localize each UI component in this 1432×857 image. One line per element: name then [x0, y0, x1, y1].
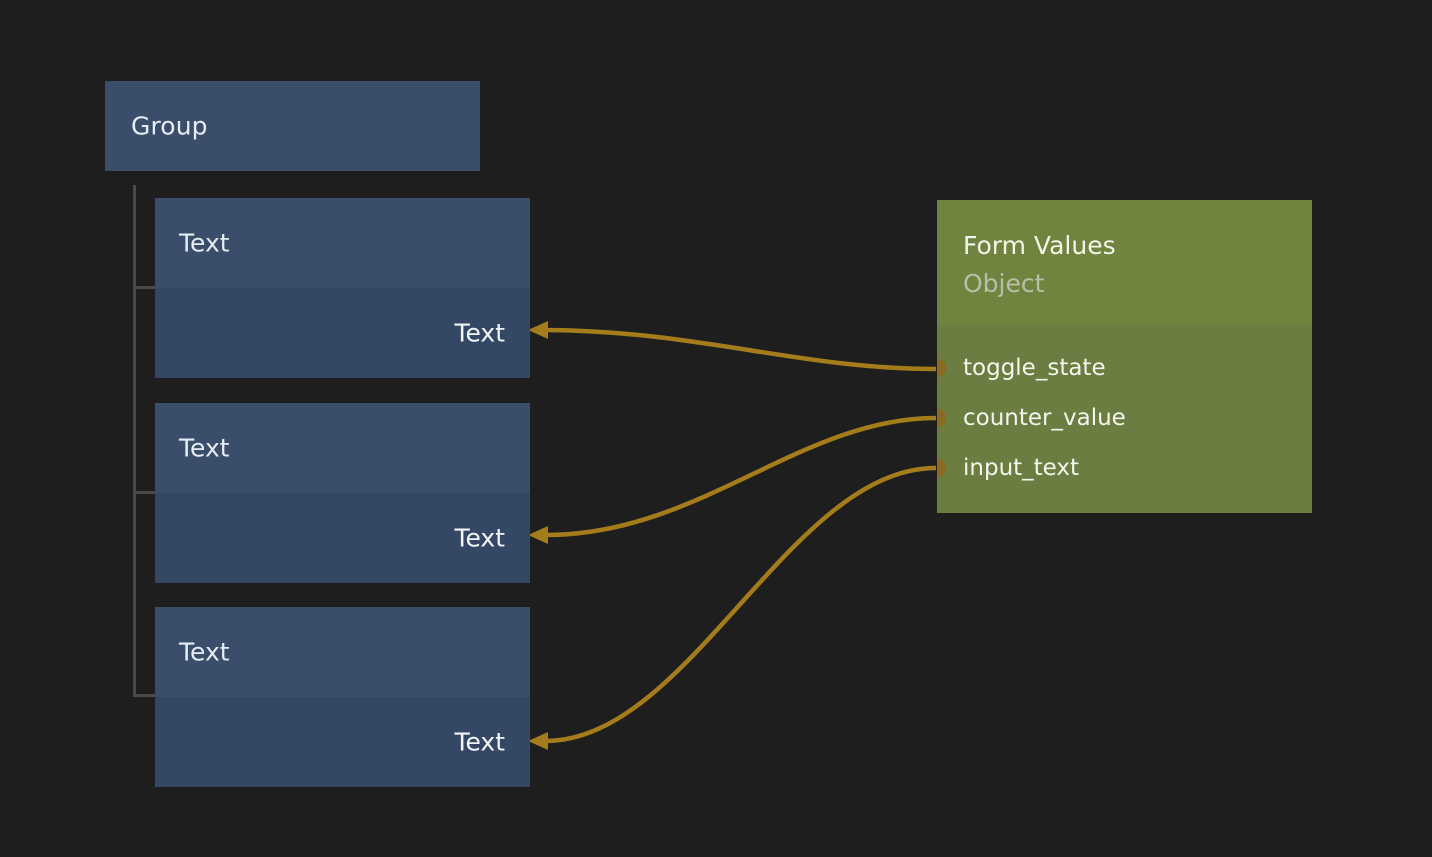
- tree-connector-stub-2: [133, 491, 156, 494]
- group-node[interactable]: Group: [105, 81, 480, 171]
- text-node-3-header: Text: [155, 607, 530, 697]
- text-node-1-header-label: Text: [179, 228, 230, 258]
- form-values-node-rows: toggle_state counter_value input_text: [937, 325, 1312, 493]
- text-node-3-header-label: Text: [179, 637, 230, 667]
- form-values-node[interactable]: Form Values Object toggle_state counter_…: [937, 200, 1312, 513]
- edge-counter-value-arrowhead: [528, 526, 548, 544]
- tree-connector-spine: [133, 185, 136, 697]
- tree-connector-stub-3: [133, 694, 156, 697]
- property-label-input-text: input_text: [963, 455, 1080, 481]
- rows-top-spacer: [937, 325, 1312, 343]
- tree-connector-stub-1: [133, 286, 156, 289]
- edge-counter-value: [545, 415, 937, 538]
- edge-input-text: [545, 465, 937, 744]
- form-values-node-subtitle: Object: [963, 269, 1045, 298]
- text-node-1[interactable]: Text Text: [155, 198, 530, 378]
- text-node-1-body: Text: [155, 288, 530, 378]
- text-node-2-body-label: Text: [454, 523, 505, 553]
- edge-toggle-state: [545, 327, 937, 372]
- text-node-2[interactable]: Text Text: [155, 403, 530, 583]
- form-values-node-header: Form Values Object: [937, 200, 1312, 325]
- text-node-1-header: Text: [155, 198, 530, 288]
- property-row-toggle-state[interactable]: toggle_state: [937, 343, 1312, 393]
- property-label-toggle-state: toggle_state: [963, 355, 1106, 381]
- port-dot-toggle-state[interactable]: [937, 358, 946, 378]
- port-dot-input-text[interactable]: [937, 458, 946, 478]
- text-node-1-body-label: Text: [454, 318, 505, 348]
- property-row-counter-value[interactable]: counter_value: [937, 393, 1312, 443]
- text-node-3-body: Text: [155, 697, 530, 787]
- text-node-3[interactable]: Text Text: [155, 607, 530, 787]
- edge-toggle-state-arrowhead: [528, 321, 548, 339]
- edge-input-text-arrowhead: [528, 732, 548, 750]
- group-node-title: Group: [131, 111, 208, 141]
- text-node-2-header-label: Text: [179, 433, 230, 463]
- text-node-2-body: Text: [155, 493, 530, 583]
- property-row-input-text[interactable]: input_text: [937, 443, 1312, 493]
- form-values-node-title: Form Values: [963, 231, 1116, 260]
- port-dot-counter-value[interactable]: [937, 408, 946, 428]
- property-label-counter-value: counter_value: [963, 405, 1126, 431]
- text-node-3-body-label: Text: [454, 727, 505, 757]
- text-node-2-header: Text: [155, 403, 530, 493]
